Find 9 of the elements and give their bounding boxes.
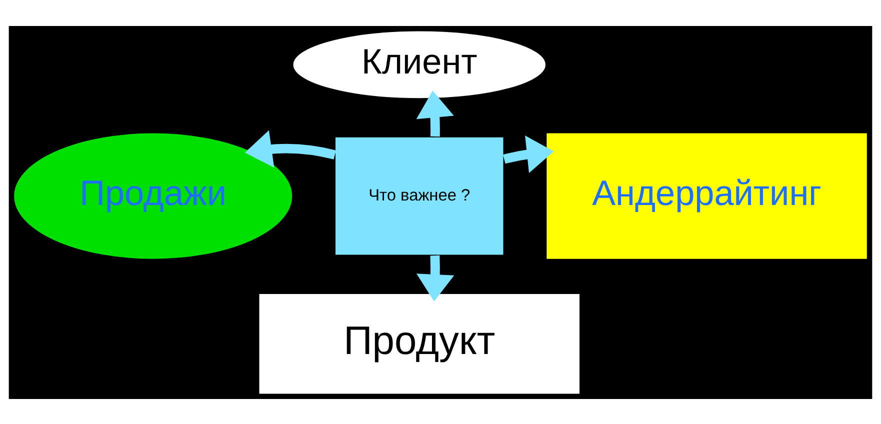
arrow xyxy=(503,135,554,173)
node-box: Что важнее ? xyxy=(334,136,504,256)
node-ellipse: Клиент xyxy=(292,30,547,99)
arrow xyxy=(244,130,336,168)
node-box: Андеррайтинг xyxy=(545,132,868,260)
arrow xyxy=(416,90,454,136)
node-box: Продукт xyxy=(258,292,581,394)
node-ellipse: Продажи xyxy=(12,132,294,260)
arrow xyxy=(416,254,454,301)
